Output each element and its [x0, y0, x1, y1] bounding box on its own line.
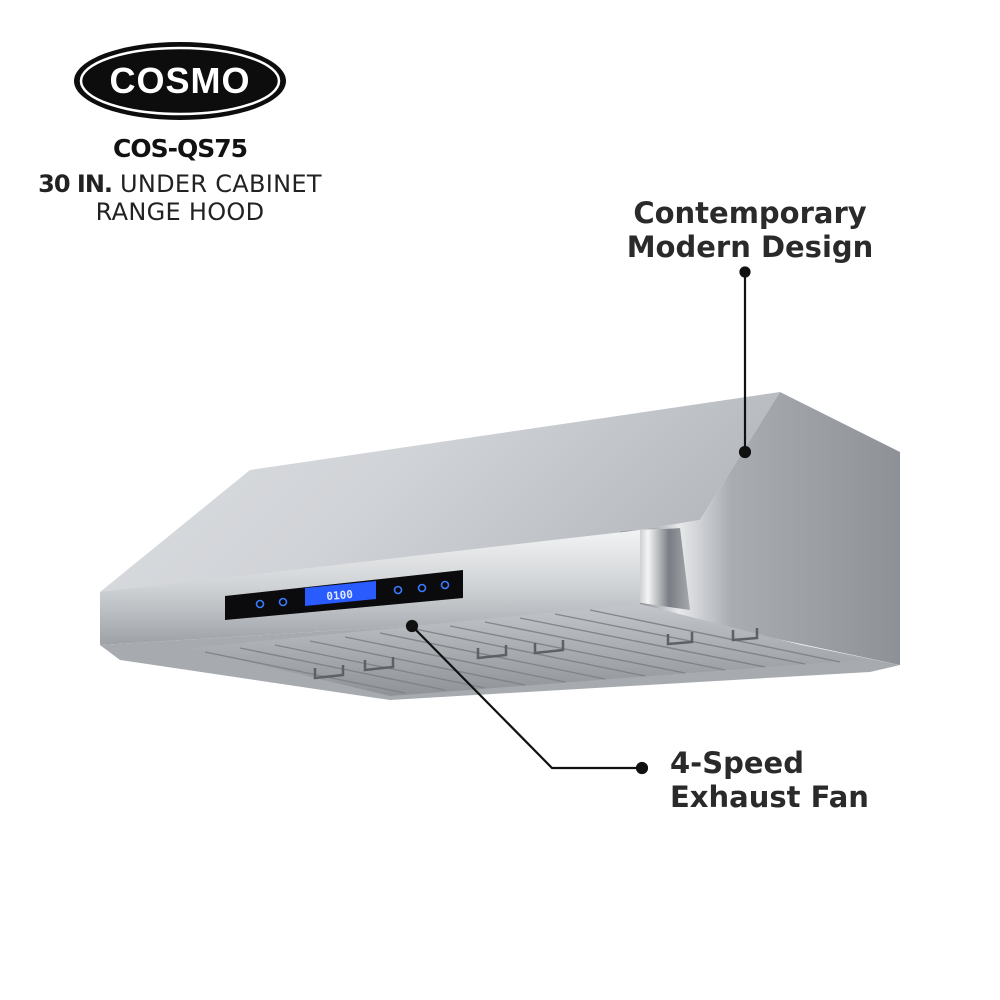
model-number: COS-QS75	[112, 134, 248, 163]
hood-top-surface	[100, 392, 780, 600]
panel-display-text: 0100	[326, 588, 354, 603]
filter-handles	[313, 628, 759, 680]
callout-fan: 4-Speed Exhaust Fan	[670, 746, 970, 814]
panel-timer-button-icon	[440, 580, 450, 590]
panel-light-button-icon	[255, 599, 265, 609]
panel-speed-down-icon	[393, 585, 403, 595]
product-type-line2: RANGE HOOD	[95, 198, 265, 226]
callout-design-leader	[738, 266, 752, 459]
callout-design: Contemporary Modern Design	[600, 196, 900, 264]
filter-slats	[204, 609, 841, 694]
callout-fan-line1: 4-Speed	[670, 746, 804, 780]
panel-power-button-icon	[278, 597, 288, 607]
panel-buttons	[255, 580, 450, 609]
hood-filter	[190, 604, 860, 696]
panel-speed-up-icon	[417, 583, 427, 593]
panel-display	[305, 581, 376, 606]
product-description: 30 IN. UNDER CABINET RANGE HOOD	[0, 170, 360, 226]
callout-fan-leader	[405, 619, 649, 775]
cosmo-logo: COSMO	[74, 42, 286, 120]
callout-design-line2: Modern Design	[626, 230, 874, 264]
product-type-line1: UNDER CABINET	[119, 170, 322, 198]
product-size: 30 IN.	[38, 170, 113, 198]
callout-fan-line2: Exhaust Fan	[670, 780, 869, 814]
hood-side-panel	[640, 392, 900, 665]
callout-design-line1: Contemporary	[633, 196, 867, 230]
logo-text: COSMO	[109, 60, 250, 101]
